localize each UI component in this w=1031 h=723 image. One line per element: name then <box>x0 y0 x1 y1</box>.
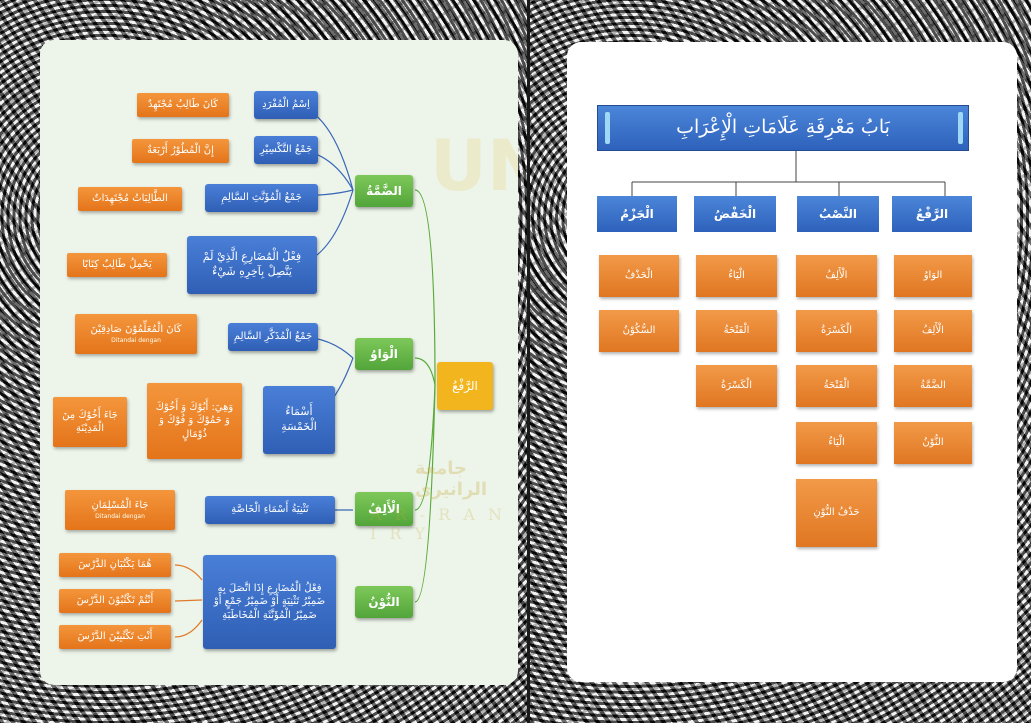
sign-item: الْحَذْفُ <box>599 255 679 297</box>
sign-item: الْيَاءُ <box>696 255 777 297</box>
place-node: أَسْمَاءُ الْخَمْسَةِ <box>263 386 335 454</box>
example-node: أَنْتِ تَكْتُبِيْنَ الدَّرْسَ <box>59 625 171 649</box>
sign-item: الضَّمَّةُ <box>894 365 972 407</box>
place-node: فِعْلُ الْمُضَارِعِ الَّذِيْ لَمْ يَتَّص… <box>187 236 317 294</box>
title-cap-right <box>958 112 963 144</box>
example-text: كَانَ الْمُعَلِّمُوْنَ صَادِقِيْنَ <box>90 324 182 336</box>
sign-item: الْفَتْحَةُ <box>796 365 877 407</box>
category-header-nasb: النَّصْبُ <box>797 196 879 232</box>
sign-item: النُّوْنُ <box>894 422 972 464</box>
right-page-chart: بَابُ مَعْرِفَةِ عَلَامَاتِ الْإِعْرَابِ… <box>567 42 1017 682</box>
left-page-mindmap: الرَّفْعُ الضَّمَّةُ اِسْمُ الْمُفْرَدِ … <box>40 40 518 685</box>
marker-node-nun: النُّوْنُ <box>355 586 413 618</box>
example-note: Ditandai dengan <box>95 512 145 520</box>
category-header-khafd: الْخَفْضُ <box>694 196 776 232</box>
example-node: كَانَ طَالِبُ مُجْتَهِدٌ <box>137 93 229 117</box>
example-node: جَاءَ الْمُسْلِمَانِ Ditandai dengan <box>65 490 175 530</box>
example-note: Ditandai dengan <box>111 336 161 344</box>
example-text: جَاءَ الْمُسْلِمَانِ <box>91 500 149 512</box>
title-cap-left <box>605 112 610 144</box>
example-node: كَانَ الْمُعَلِّمُوْنَ صَادِقِيْنَ Ditan… <box>75 314 197 354</box>
place-node: جَمْعُ الْمُؤَنَّثِ السَّالِمِ <box>205 184 318 212</box>
place-node: جَمْعُ الْمُذَكَّرِ السَّالِمِ <box>228 323 318 351</box>
example-node: إِنَّ الْمُطُوْرُ أَرْبَعَةٌ <box>132 139 229 163</box>
root-node-rafa: الرَّفْعُ <box>437 362 493 410</box>
example-node: هُمَا يَكْتُبَانِ الدَّرْسَ <box>59 553 171 577</box>
place-node: اِسْمُ الْمُفْرَدِ <box>254 91 318 119</box>
sign-item: الْأَلِفُ <box>796 255 877 297</box>
example-node: جَاءَ أَخُوْكَ مِنَ الْمَدِيْنَةِ <box>53 397 127 447</box>
sign-item: الْكَسْرَةُ <box>796 310 877 352</box>
sign-item: الْيَاءُ <box>796 422 877 464</box>
sign-item: الْأَلِفُ <box>894 310 972 352</box>
tree-connectors <box>631 150 946 196</box>
sign-item: السُّكُوْنُ <box>599 310 679 352</box>
sign-item: الْكَسْرَةُ <box>696 365 777 407</box>
example-node: الطَّالِبَاتُ مُجْتَهِدَاتٌ <box>78 187 182 211</box>
category-header-rafa: الرَّفْعُ <box>892 196 972 232</box>
sign-item: حَذْفُ النُّوْنِ <box>796 479 877 547</box>
sign-item: الْفَتْحَةُ <box>696 310 777 352</box>
example-node: يَحْمِلُ طَالِبٌ كِتَابًا <box>67 253 167 277</box>
chart-title: بَابُ مَعْرِفَةِ عَلَامَاتِ الْإِعْرَابِ <box>597 105 969 151</box>
list-node: وَهِيَ: أَبُوْكَ وَ أَخُوْكَ وَ حَمُوْكَ… <box>147 383 242 459</box>
example-node: أَنْتُمْ تَكْتُبُوْنَ الدَّرْسَ <box>59 589 171 613</box>
marker-node-waw: الْوَاوُ <box>355 338 413 370</box>
marker-node-alif: الْأَلِفُ <box>355 492 413 526</box>
category-header-jazm: الْجَزْمُ <box>597 196 677 232</box>
place-node: جَمْعُ التَّكْسِيْرِ <box>254 136 318 164</box>
marker-node-dammah: الضَّمَّةُ <box>355 175 413 207</box>
place-node: تَثْنِيَةُ أَسْمَاءِ الْخَاصَّةِ <box>205 496 335 524</box>
place-node: فِعْلُ الْمُضَارِعِ إِذَا اتَّصَلَ بِهِ … <box>203 555 336 649</box>
sign-item: الوَاوُ <box>894 255 972 297</box>
